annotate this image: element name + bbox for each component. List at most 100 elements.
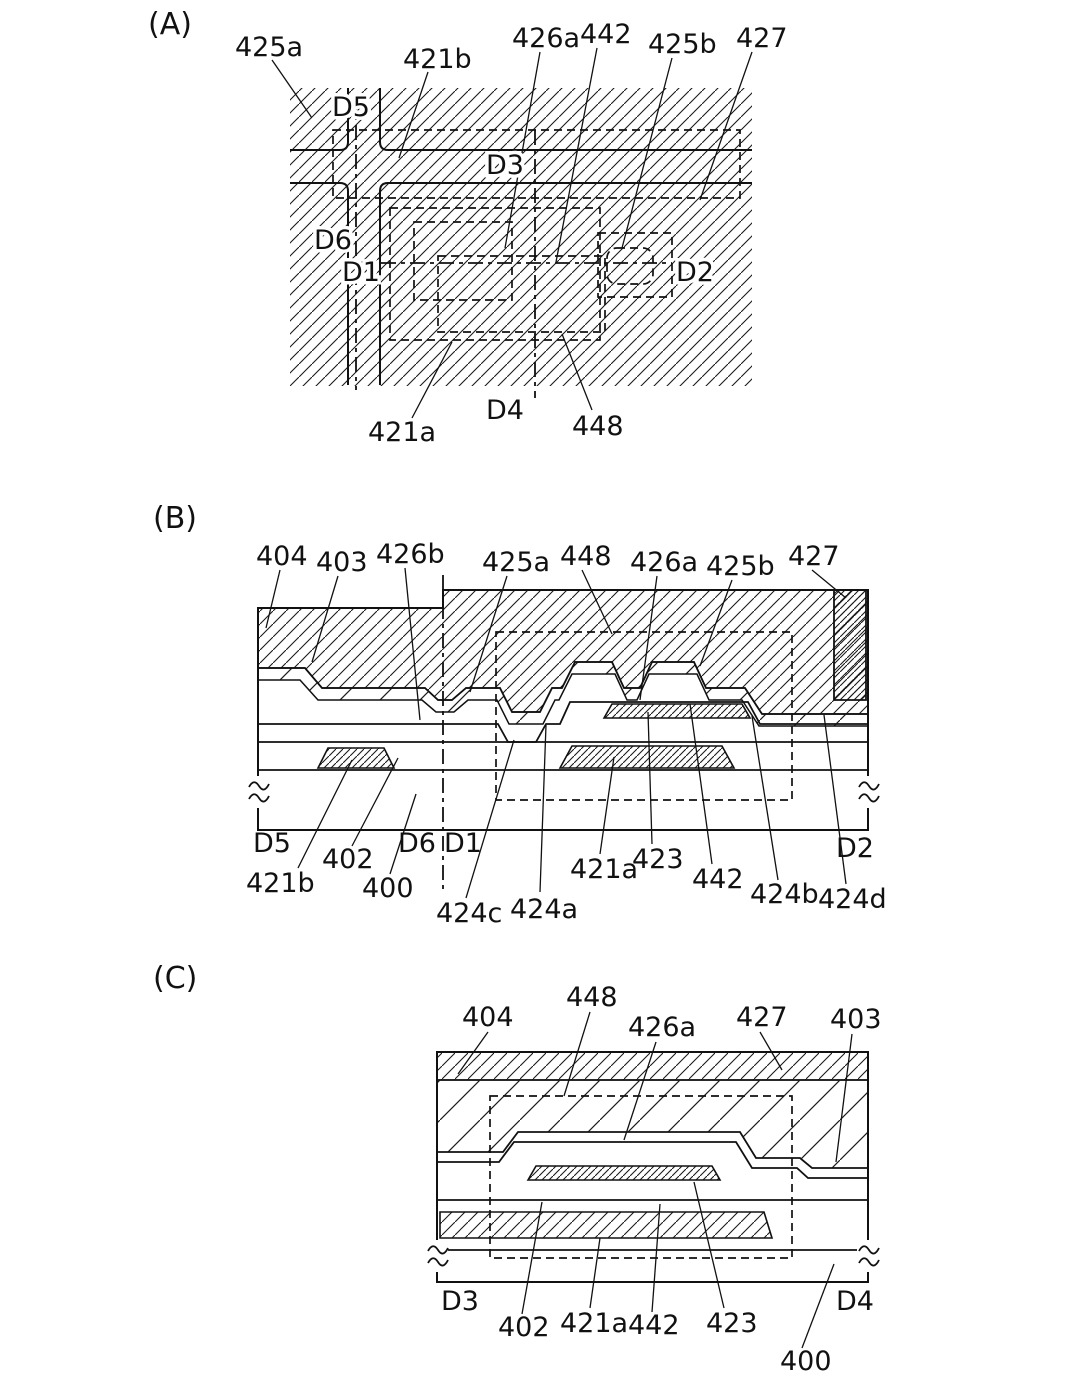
- figa-label-425a: 425a: [235, 32, 303, 63]
- figure-a: (A) 425a 421b 426a 442 425b 427: [148, 7, 788, 448]
- figb-label-423: 423: [632, 844, 684, 875]
- figb-label-424b: 424b: [750, 879, 819, 910]
- figa-label-448: 448: [572, 411, 624, 442]
- figb-section-label-d2: D2: [836, 833, 874, 864]
- leader-line: [647, 711, 653, 845]
- figb-section-label-d6: D6: [398, 828, 436, 859]
- leader-line: [411, 341, 453, 419]
- leader-line: [555, 47, 598, 263]
- layer-profile-upper: [437, 1131, 868, 1169]
- figb-label-402: 402: [322, 844, 374, 875]
- figb-label-424d: 424d: [818, 884, 887, 915]
- leader-line: [621, 57, 673, 249]
- leader-line: [811, 569, 847, 599]
- panel-label-b: (B): [153, 501, 197, 536]
- figb-section-label-d5: D5: [253, 828, 291, 859]
- electrode-layer-profile: [258, 701, 868, 743]
- leader-line: [351, 757, 399, 847]
- figure-b: (B): [153, 501, 887, 929]
- figa-label-421a: 421a: [368, 417, 436, 448]
- dashed-outline-gate-line: [332, 129, 741, 199]
- figb-label-424a: 424a: [510, 894, 578, 925]
- gate-electrode-421a: [558, 745, 736, 769]
- leader-line: [563, 1011, 591, 1097]
- wiring-outline: [379, 88, 752, 151]
- break-mark: [857, 1240, 880, 1272]
- figb-label-421b: 421b: [246, 868, 315, 899]
- figb-label-425a: 425a: [482, 547, 550, 578]
- leader-line: [297, 759, 353, 869]
- dashed-outline-426a: [413, 221, 513, 301]
- leader-line: [561, 333, 593, 411]
- leader-line: [311, 575, 339, 663]
- pixel-electrode-via-427: [833, 589, 867, 701]
- figb-section-label-d1: D1: [444, 828, 482, 859]
- gate-electrode-421a: [439, 1211, 774, 1239]
- leader-line: [469, 575, 508, 693]
- figa-label-425b: 425b: [648, 29, 717, 60]
- dashed-outline-contact: [597, 232, 673, 298]
- leader-line: [265, 569, 281, 629]
- passivation-layer-404: [436, 1051, 869, 1081]
- dashed-outline-421a: [389, 207, 601, 341]
- figc-label-448: 448: [566, 982, 618, 1013]
- leader-line: [599, 756, 615, 855]
- figc-label-404: 404: [462, 1002, 514, 1033]
- figb-label-425b: 425b: [706, 551, 775, 582]
- figa-section-label-d3: D3: [486, 150, 524, 181]
- figb-label-426b: 426b: [376, 539, 445, 570]
- break-mark: [857, 776, 880, 808]
- figa-section-label-d2: D2: [676, 257, 714, 288]
- figa-section-label-d1: D1: [342, 257, 380, 288]
- wiring-outline: [290, 182, 349, 385]
- figb-label-424c: 424c: [436, 898, 502, 929]
- figc-label-403: 403: [830, 1004, 882, 1035]
- figa-label-421b: 421b: [403, 44, 472, 75]
- figb-label-400: 400: [362, 873, 414, 904]
- figb-label-421a: 421a: [570, 854, 638, 885]
- semiconductor-layer-423: [602, 703, 752, 719]
- leader-line: [699, 579, 733, 667]
- leader-line: [389, 793, 417, 875]
- figure-c: (C): [153, 961, 882, 1377]
- figc-label-426a: 426a: [628, 1012, 696, 1043]
- leader-line: [751, 715, 779, 881]
- leader-line: [504, 51, 541, 249]
- figb-label-427: 427: [788, 541, 840, 572]
- figc-label-427: 427: [736, 1002, 788, 1033]
- leader-line: [759, 1031, 783, 1071]
- figc-label-442: 442: [628, 1310, 680, 1341]
- leader-line: [465, 739, 515, 899]
- dashed-box-448: [489, 1095, 793, 1259]
- panel-label-a: (A): [148, 7, 192, 42]
- figc-label-421a: 421a: [560, 1308, 628, 1339]
- figc-label-423: 423: [706, 1308, 758, 1339]
- layer-profile-lower: [437, 1141, 868, 1179]
- leader-line: [801, 1263, 835, 1349]
- leader-line: [693, 1181, 725, 1309]
- leader-line: [521, 1201, 543, 1315]
- figb-label-426a: 426a: [630, 547, 698, 578]
- leader-line: [689, 703, 713, 865]
- leader-line: [271, 59, 313, 119]
- gate-electrode-421b: [316, 747, 396, 769]
- dashed-box-448: [495, 631, 793, 801]
- figc-section-label-d3: D3: [441, 1286, 479, 1317]
- figb-label-404: 404: [256, 541, 308, 572]
- break-mark: [426, 1240, 449, 1272]
- pixel-electrode-hatched-region: [290, 88, 752, 386]
- panel-label-c: (C): [153, 961, 197, 996]
- leader-line: [623, 1041, 657, 1141]
- figb-label-403: 403: [316, 547, 368, 578]
- dashed-outline-contact-hole: [606, 247, 654, 285]
- wiring-outline: [290, 88, 349, 151]
- leader-line: [699, 51, 753, 201]
- leader-line: [823, 714, 847, 885]
- leader-line: [404, 567, 421, 721]
- dashed-outline-448: [437, 255, 606, 333]
- figb-label-448: 448: [560, 541, 612, 572]
- figa-label-442: 442: [580, 19, 632, 50]
- figa-label-427: 427: [736, 23, 788, 54]
